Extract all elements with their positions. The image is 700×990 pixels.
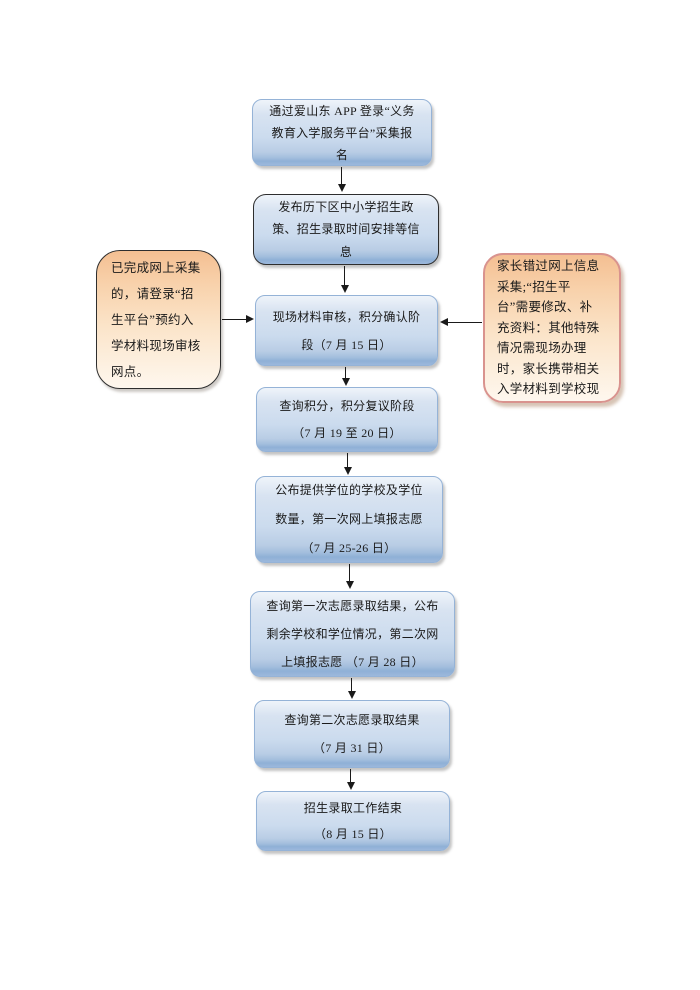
callout-missed-collection: 家长错过网上信息 采集;“招生平 台”需要修改、补 充资料：其他特殊 情况需现场… bbox=[483, 253, 621, 403]
callout-online-collected: 已完成网上采集 的，请登录“招 生平台”预约入 学材料现场审核 网点。 bbox=[96, 250, 221, 389]
callout-online-collected-label: 已完成网上采集 的，请登录“招 生平台”预约入 学材料现场审核 网点。 bbox=[111, 260, 201, 379]
flow-step-collect-registration: 通过爱山东 APP 登录“义务 教育入学服务平台”采集报 名 bbox=[252, 99, 432, 166]
flow-step-onsite-review-label: 现场材料审核，积分确认阶 段（7 月 15 日） bbox=[272, 309, 421, 352]
flow-step-publish-policy-label: 发布历下区中小学招生政 策、招生录取时间安排等信 息 bbox=[272, 199, 420, 259]
arrowhead-right-icon bbox=[246, 315, 254, 323]
flow-step-score-query-label: 查询积分，积分复议阶段 （7 月 19 至 20 日） bbox=[279, 398, 415, 440]
flow-step-publish-policy: 发布历下区中小学招生政 策、招生录取时间安排等信 息 bbox=[253, 194, 439, 265]
arrowhead-left-icon bbox=[440, 318, 448, 326]
flow-step-second-volunteer-label: 查询第一次志愿录取结果，公布 剩余学校和学位情况，第二次网 上填报志愿 （7 月… bbox=[266, 599, 439, 669]
arrowhead-down-icon bbox=[341, 378, 350, 386]
flow-step-second-result-label: 查询第二次志愿录取结果 （7 月 31 日） bbox=[284, 713, 420, 755]
flow-step-score-query: 查询积分，积分复议阶段 （7 月 19 至 20 日） bbox=[256, 387, 438, 452]
arrow-step1-step2 bbox=[337, 167, 347, 192]
arrow-left-callout-step3 bbox=[222, 315, 254, 324]
arrow-step3-step4 bbox=[341, 367, 351, 386]
arrow-right-callout-step3 bbox=[440, 318, 482, 327]
flow-step-first-volunteer: 公布提供学位的学校及学位 数量，第一次网上填报志愿 （7 月 25-26 日） bbox=[255, 476, 443, 563]
arrowhead-down-icon bbox=[340, 285, 349, 293]
arrow-step7-step8 bbox=[346, 769, 356, 790]
arrowhead-down-icon bbox=[343, 467, 352, 475]
flow-step-enrollment-finished-label: 招生录取工作结束 （8 月 15 日） bbox=[303, 801, 403, 841]
arrowhead-down-icon bbox=[337, 184, 346, 192]
arrowhead-down-icon bbox=[345, 581, 354, 589]
arrowhead-down-icon bbox=[347, 691, 356, 699]
callout-missed-collection-label: 家长错过网上信息 采集;“招生平 台”需要修改、补 充资料：其他特殊 情况需现场… bbox=[497, 259, 600, 397]
arrow-step2-step3 bbox=[340, 266, 350, 293]
flow-step-collect-registration-label: 通过爱山东 APP 登录“义务 教育入学服务平台”采集报 名 bbox=[269, 103, 415, 162]
arrow-step5-step6 bbox=[345, 564, 355, 589]
arrow-step4-step5 bbox=[343, 453, 353, 475]
arrow-step6-step7 bbox=[347, 678, 357, 699]
flow-step-second-result: 查询第二次志愿录取结果 （7 月 31 日） bbox=[254, 700, 450, 768]
arrowhead-down-icon bbox=[346, 782, 355, 790]
flow-step-first-volunteer-label: 公布提供学位的学校及学位 数量，第一次网上填报志愿 （7 月 25-26 日） bbox=[275, 483, 423, 555]
flow-step-second-volunteer: 查询第一次志愿录取结果，公布 剩余学校和学位情况，第二次网 上填报志愿 （7 月… bbox=[250, 591, 455, 677]
flow-step-onsite-review: 现场材料审核，积分确认阶 段（7 月 15 日） bbox=[255, 295, 438, 366]
flow-step-enrollment-finished: 招生录取工作结束 （8 月 15 日） bbox=[256, 791, 450, 851]
